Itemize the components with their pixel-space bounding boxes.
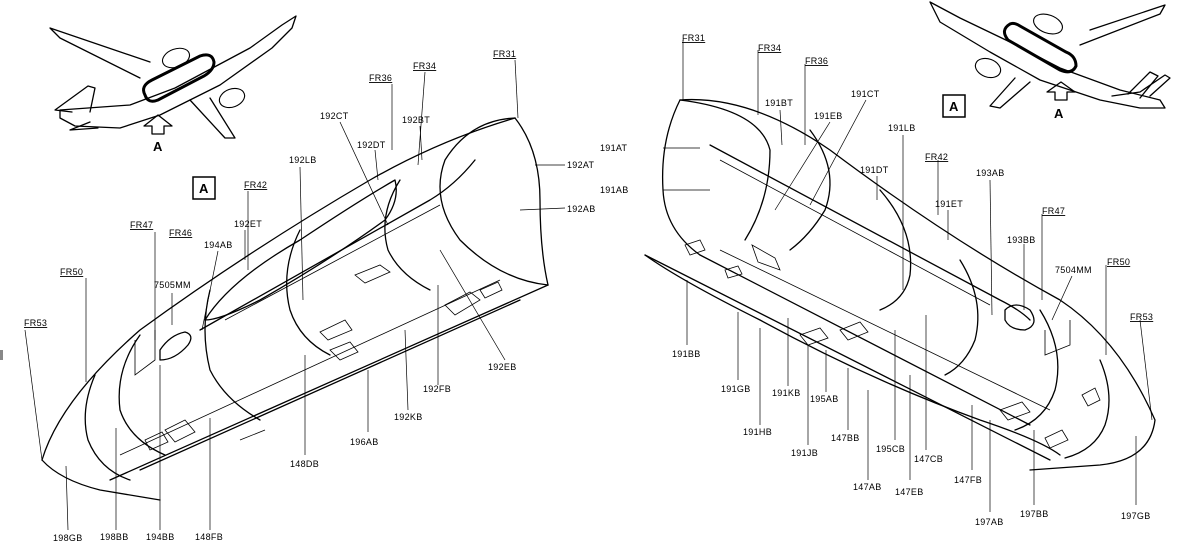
zone-label: 192BT <box>402 115 430 125</box>
zone-label: 191AB <box>600 185 629 195</box>
aircraft-locator-icon-left: A <box>49 15 297 154</box>
zone-label: 192CT <box>320 111 349 121</box>
zone-label: 192FB <box>423 384 451 394</box>
zone-label: 7505MM <box>154 280 191 290</box>
scroll-edge-marker <box>0 350 3 360</box>
view-box-right: A <box>942 94 966 118</box>
zone-label: 193BB <box>1007 235 1036 245</box>
frame-label: FR31 <box>682 33 705 43</box>
zone-label: 147FB <box>954 475 982 485</box>
frame-label: FR42 <box>925 152 948 162</box>
frame-label: FR34 <box>413 61 436 71</box>
zone-label: 195AB <box>810 394 839 404</box>
zone-label: 195CB <box>876 444 905 454</box>
zone-label: 194AB <box>204 240 233 250</box>
zone-label: 198GB <box>53 533 83 543</box>
zone-label: 196AB <box>350 437 379 447</box>
zone-label: 191CT <box>851 89 880 99</box>
fuselage-section-left <box>41 117 549 501</box>
frame-label: FR34 <box>758 43 781 53</box>
zone-label: 194BB <box>146 532 175 542</box>
leader-lines-right <box>663 40 1153 512</box>
zone-label: 148DB <box>290 459 319 469</box>
zone-labels-right: FR31 FR34 FR36 FR42 FR47 FR50 FR53 191AT… <box>600 33 1153 527</box>
frame-label: FR36 <box>369 73 392 83</box>
frame-label: FR50 <box>1107 257 1130 267</box>
leader-lines-left <box>24 59 566 531</box>
zone-label: 197AB <box>975 517 1004 527</box>
zone-label: 191BT <box>765 98 793 108</box>
zone-label: 192DT <box>357 140 386 150</box>
zone-label: 147AB <box>853 482 882 492</box>
zone-label: 7504MM <box>1055 265 1092 275</box>
zone-label: 147EB <box>895 487 924 497</box>
zone-label: 192LB <box>289 155 317 165</box>
zone-label: 191GB <box>721 384 751 394</box>
zone-label: 191BB <box>672 349 701 359</box>
zone-label: 192AT <box>567 160 595 170</box>
frame-label: FR47 <box>1042 206 1065 216</box>
fuselage-section-right <box>644 98 1156 471</box>
zone-label: 197GB <box>1121 511 1151 521</box>
zone-label: 191EB <box>814 111 843 121</box>
frame-label: FR53 <box>1130 312 1153 322</box>
frame-label: FR53 <box>24 318 47 328</box>
frame-label: FR47 <box>130 220 153 230</box>
zone-labels-left: FR31 FR34 FR36 FR42 FR46 FR47 FR50 FR53 … <box>24 49 596 543</box>
zone-label: 192EB <box>488 362 517 372</box>
zone-label: 191LB <box>888 123 916 133</box>
aircraft-locator-icon-right: A <box>929 1 1171 121</box>
zone-label: 197BB <box>1020 509 1049 519</box>
zone-label: 198BB <box>100 532 129 542</box>
zone-label: 147BB <box>831 433 860 443</box>
zone-label: 191AT <box>600 143 628 153</box>
frame-label: FR36 <box>805 56 828 66</box>
zone-label: 148FB <box>195 532 223 542</box>
zone-label: 191JB <box>791 448 818 458</box>
zone-label: 191DT <box>860 165 889 175</box>
zone-label: 192AB <box>567 204 596 214</box>
svg-text:A: A <box>199 181 209 196</box>
zone-label: 193AB <box>976 168 1005 178</box>
zone-label: 191ET <box>935 199 963 209</box>
frame-label: FR31 <box>493 49 516 59</box>
zone-label: 192ET <box>234 219 262 229</box>
frame-label: FR46 <box>169 228 192 238</box>
svg-text:A: A <box>949 99 959 114</box>
zone-label: 191HB <box>743 427 772 437</box>
frame-label: FR42 <box>244 180 267 190</box>
frame-label: FR50 <box>60 267 83 277</box>
zone-label: 147CB <box>914 454 943 464</box>
view-box-left: A <box>192 176 216 200</box>
view-arrow-label-left: A <box>153 139 163 154</box>
zone-label: 192KB <box>394 412 423 422</box>
zone-label: 191KB <box>772 388 801 398</box>
view-arrow-label-right: A <box>1054 106 1064 121</box>
